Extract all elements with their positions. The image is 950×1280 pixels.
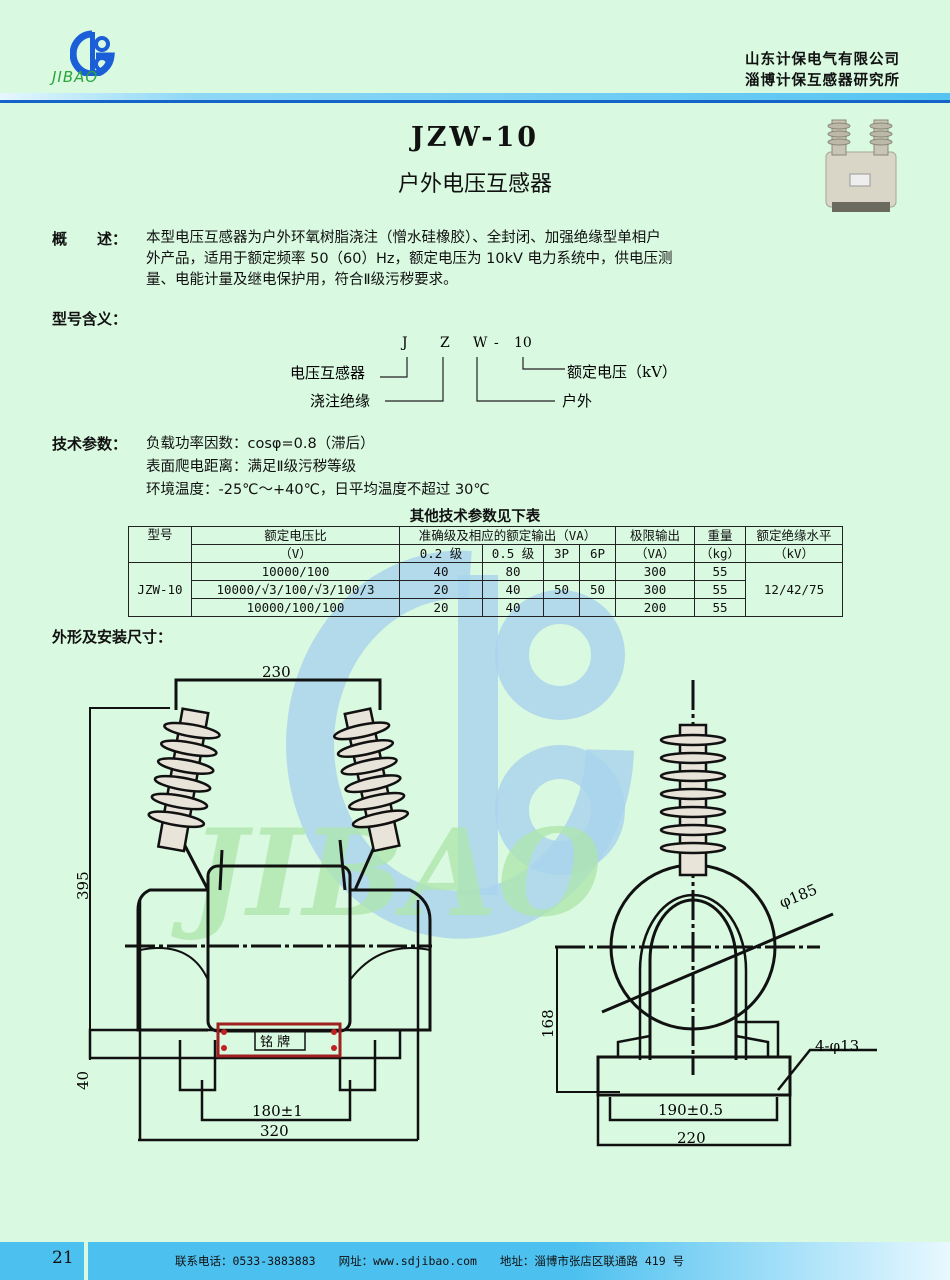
tech-line: 负载功率因数：cosφ=0.8（滞后） — [146, 436, 375, 452]
side-view-drawing: φ185 168 4-φ13 190±0.5 220 — [539, 680, 877, 1147]
th-05: 0.5 级 — [482, 544, 544, 563]
model-meaning-label: 型号含义： — [52, 310, 128, 328]
company-name: 山东计保电气有限公司 — [745, 52, 900, 68]
cell-02: 40 — [399, 562, 483, 581]
th-insulation: 额定绝缘水平 — [745, 526, 843, 545]
letter-z: Z — [440, 335, 450, 351]
product-name: 户外电压互感器 — [397, 172, 552, 197]
th-limit: 极限输出 — [615, 526, 695, 545]
cell-weight: 55 — [694, 562, 746, 581]
cell-05: 40 — [482, 598, 544, 617]
cell-05: 80 — [482, 562, 544, 581]
cell-6p: 50 — [579, 580, 616, 599]
dim-height: 168 — [539, 1009, 557, 1038]
tech-label: 技术参数： — [52, 435, 128, 453]
cell-3p: 50 — [543, 580, 580, 599]
meaning-j: 电压互感器 — [290, 364, 365, 382]
table-title: 其他技术参数见下表 — [409, 509, 541, 525]
cell-limit: 300 — [615, 580, 695, 599]
nameplate-label: 铭 牌 — [260, 1034, 290, 1050]
meaning-z: 浇注绝缘 — [310, 392, 370, 410]
jibao-logo-icon — [70, 30, 115, 76]
cell-insulation: 12/42/75 — [745, 562, 843, 617]
th-model: 型号 — [128, 526, 192, 563]
dim-base-height: 40 — [74, 1071, 92, 1090]
cell-02: 20 — [399, 598, 483, 617]
letter-j: J — [400, 335, 408, 351]
dim-height: 395 — [74, 871, 92, 900]
cell-05: 40 — [482, 580, 544, 599]
cell-ratio: 10000/100 — [191, 562, 400, 581]
cell-weight: 55 — [694, 598, 746, 617]
footer-separator — [84, 1242, 88, 1280]
tech-text: 负载功率因数：cosφ=0.8（滞后） 表面爬电距离：满足Ⅱ级污秽等级 环境温度… — [146, 433, 490, 502]
th-02: 0.2 级 — [399, 544, 483, 563]
cell-6p — [579, 598, 616, 617]
th-weight-unit: （kg） — [694, 544, 746, 563]
cell-limit: 300 — [615, 562, 695, 581]
product-model-title: JZW-10 — [410, 122, 540, 153]
header-band — [0, 93, 950, 100]
footer-contact: 联系电话：0533-3883883 网址：www.sdjibao.com 地址：… — [175, 1254, 685, 1268]
product-photo — [825, 119, 897, 212]
dimensions-label: 外形及安装尺寸： — [52, 628, 173, 646]
letter-10: 10 — [514, 335, 532, 351]
cell-6p — [579, 562, 616, 581]
overview-line: 外产品，适用于额定频率 50（60）Hz，额定电压为 10kV 电力系统中，供电… — [146, 251, 673, 267]
page-number: 21 — [52, 1248, 74, 1268]
th-limit-unit: （VA） — [615, 544, 695, 563]
th-3p: 3P — [543, 544, 580, 563]
overview-label: 概 述： — [52, 230, 128, 248]
cell-ratio: 10000/√3/100/√3/100/3 — [191, 580, 400, 599]
overview-text: 本型电压互感器为户外环氧树脂浇注（憎水硅橡胶）、全封闭、加强绝缘型单相户 外产品… — [146, 228, 673, 291]
footer-bar — [0, 1242, 950, 1280]
overview-line: 本型电压互感器为户外环氧树脂浇注（憎水硅橡胶）、全封闭、加强绝缘型单相户 — [146, 230, 661, 246]
th-6p: 6P — [579, 544, 616, 563]
logo-text: JIBAO — [52, 68, 99, 86]
model-meaning-diagram: J Z W - 10 电压互感器 浇注绝缘 户外 额定电压（kV） — [290, 335, 677, 410]
cell-model: JZW-10 — [128, 562, 192, 617]
cell-3p — [543, 562, 580, 581]
cell-weight: 55 — [694, 580, 746, 599]
table-header-row: （V） 0.2 级 0.5 级 3P 6P （VA） （kg） （kV） — [129, 544, 843, 563]
cell-3p — [543, 598, 580, 617]
overview-line: 量、电能计量及继电保护用，符合Ⅱ级污秽要求。 — [146, 272, 458, 288]
tech-line: 环境温度：-25℃～+40℃，日平均温度不超过 30℃ — [146, 482, 490, 498]
front-view-drawing: 230 395 40 铭 牌 180±1 320 — [74, 663, 432, 1142]
meaning-10: 额定电压（kV） — [567, 363, 677, 381]
letter-w: W — [473, 335, 488, 351]
dim-width: 320 — [260, 1122, 289, 1140]
dim-width: 220 — [677, 1129, 706, 1147]
spec-table: 型号 额定电压比 准确级及相应的额定输出（VA） 极限输出 重量 额定绝缘水平 … — [128, 526, 843, 617]
table-row: JZW-10 10000/100 40 80 300 55 12/42/75 — [128, 562, 843, 617]
tech-line: 表面爬电距离：满足Ⅱ级污秽等级 — [146, 459, 357, 475]
th-ratio: 额定电压比 — [191, 526, 400, 545]
th-ratio-unit: （V） — [191, 544, 400, 563]
letter-dash: - — [494, 335, 499, 351]
table-header-row: 型号 额定电压比 准确级及相应的额定输出（VA） 极限输出 重量 额定绝缘水平 — [128, 526, 843, 563]
dim-top-width: 230 — [262, 663, 291, 681]
dim-diameter: φ185 — [777, 880, 820, 911]
cell-ratio: 10000/100/100 — [191, 598, 400, 617]
table-row: 10000/√3/100/√3/100/3 20 40 50 50 300 55 — [129, 580, 843, 599]
dim-mount: 180±1 — [252, 1102, 303, 1120]
table-row: 10000/100/100 20 40 200 55 — [129, 598, 843, 617]
th-accuracy: 准确级及相应的额定输出（VA） — [399, 526, 616, 545]
dim-mount: 190±0.5 — [658, 1101, 723, 1119]
th-insulation-unit: （kV） — [745, 544, 843, 563]
meaning-w: 户外 — [562, 392, 592, 410]
institute-name: 淄博计保互感器研究所 — [745, 73, 900, 89]
th-weight: 重量 — [694, 526, 746, 545]
cell-02: 20 — [399, 580, 483, 599]
dim-holes: 4-φ13 — [815, 1037, 859, 1055]
cell-limit: 200 — [615, 598, 695, 617]
header-divider — [0, 100, 950, 103]
